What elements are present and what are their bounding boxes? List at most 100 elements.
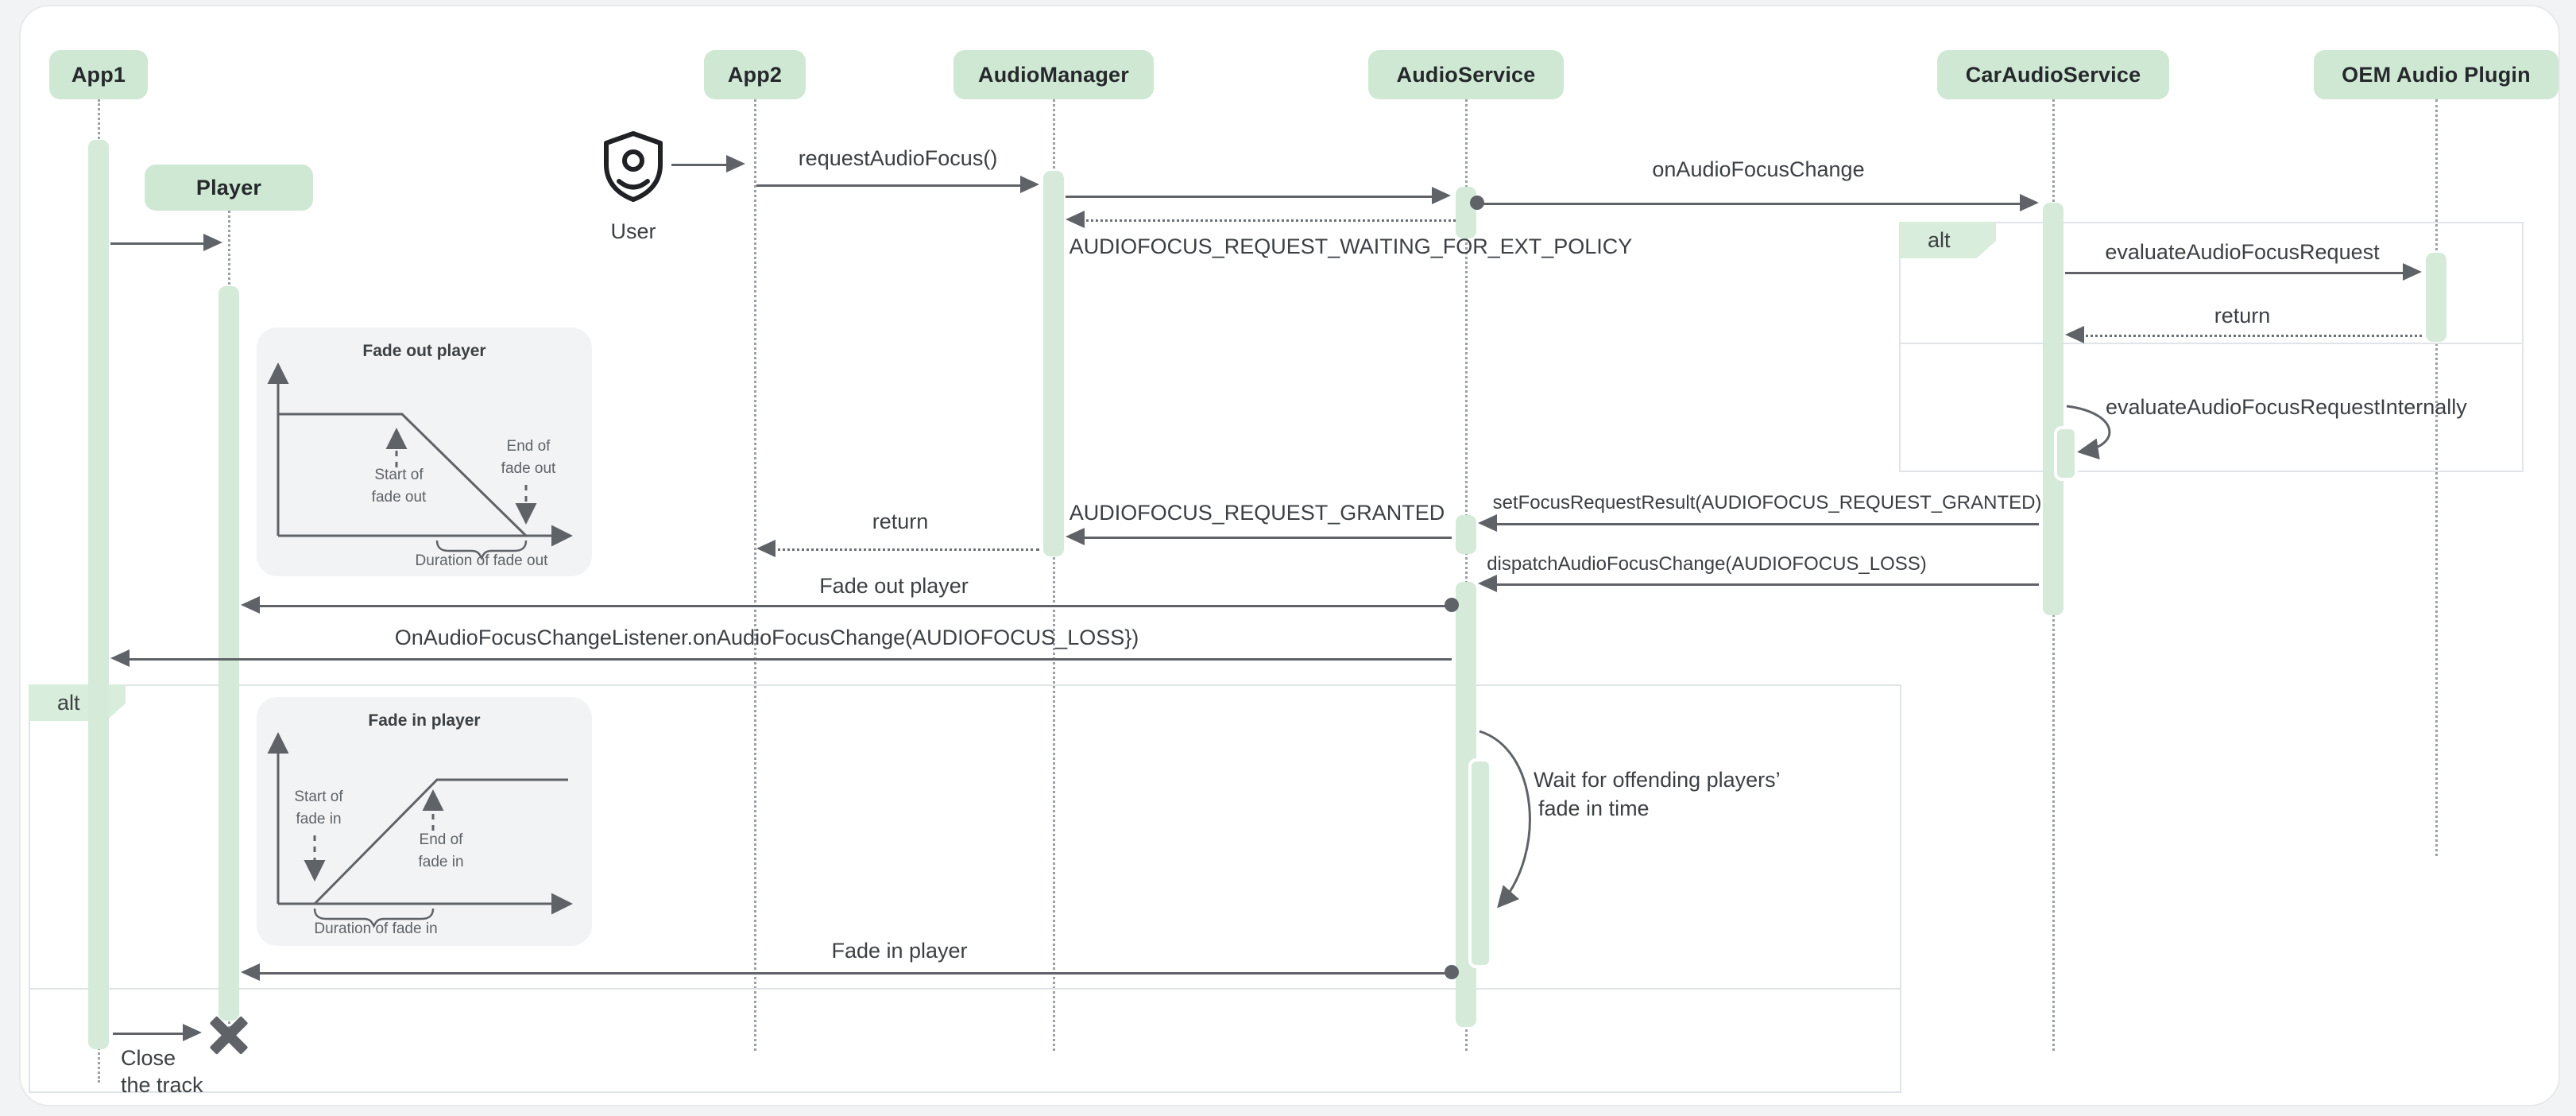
message-fade-in-player-line (257, 972, 1452, 975)
message-audiomanager-return-arrowhead (756, 540, 776, 557)
fade-curve (278, 413, 528, 537)
fragment-alt-right (1899, 222, 2524, 472)
message-audiofocus-request-granted-label: AUDIOFOCUS_REQUEST_GRANTED (1069, 501, 1445, 525)
message-on-audio-focus-change-listener-line (126, 658, 1452, 661)
message-on-audio-focus-change-listener-arrowhead (110, 649, 130, 667)
message-oem-return-arrowhead (2065, 326, 2084, 343)
inset-fade-in-label: Start of (294, 789, 343, 805)
message-fade-in-player-origin-dot (1445, 965, 1459, 979)
message-user-to-app2-arrowhead (726, 155, 745, 172)
inset-fade-in-title: Fade in player (368, 711, 481, 730)
message-request-audio-focus-label: requestAudioFocus() (798, 146, 998, 170)
actor-oem-audio-plugin: OEM Audio Plugin (2314, 50, 2559, 99)
text-evaluate-internally-label: evaluateAudioFocusRequestInternally (2106, 395, 2467, 419)
message-fade-out-player-label: Fade out player (819, 574, 969, 598)
actor-audioservice: AudioService (1368, 50, 1564, 99)
fragment-alt-right-divider (1899, 343, 2524, 344)
message-audiomanager-return-label: return (872, 510, 929, 533)
activation-player-main (219, 286, 239, 1021)
fragment-alt-right-label: alt (1899, 222, 1996, 258)
message-close-the-track-line (113, 1033, 186, 1035)
message-audiomanager-to-audioservice-line (1066, 196, 1435, 198)
text-close-line1: Close (121, 1046, 176, 1070)
fragment-alt-left (29, 684, 1901, 1093)
inset-fade-in-label: fade in (296, 811, 342, 827)
activation-audioservice-granted (1456, 515, 1476, 554)
inset-fade-out-label: Start of (374, 467, 424, 483)
actor-audiomanager: AudioManager (953, 50, 1154, 99)
lifeline-oem-audio-plugin (2435, 99, 2438, 856)
activation-caraudioservice-main (2043, 203, 2064, 615)
message-on-audio-focus-change-line (1477, 203, 2023, 205)
activation-audioservice-wait (1468, 758, 1492, 968)
message-request-audio-focus-arrowhead (1020, 176, 1039, 193)
message-waiting-for-ext-policy-line (1081, 219, 1456, 222)
message-oem-return-line (2081, 335, 2422, 337)
message-dispatch-audio-focus-change-line (1494, 583, 2039, 586)
message-on-audio-focus-change-origin-dot (1470, 196, 1484, 210)
message-fade-out-player-arrowhead (241, 596, 260, 614)
message-evaluate-audio-focus-request-arrowhead (2403, 263, 2422, 281)
message-audiofocus-request-granted-line (1081, 537, 1452, 539)
actor-player: Player (145, 165, 313, 211)
activation-audioservice-request (1456, 187, 1476, 238)
message-audiomanager-to-audioservice-arrowhead (1432, 187, 1451, 204)
message-on-audio-focus-change-arrowhead (2020, 194, 2039, 211)
activation-oem-main (2426, 253, 2446, 342)
inset-fade-in-label: fade in (418, 854, 464, 870)
inset-fade-out-title: Fade out player (362, 342, 486, 360)
message-dispatch-audio-focus-change-arrowhead (1478, 575, 1497, 592)
destroy-icon (207, 1013, 251, 1057)
inset-fade-out-label: End of (506, 438, 551, 455)
message-request-audio-focus-line (756, 184, 1023, 187)
inset-fade-in-label: Duration of fade in (314, 920, 438, 937)
inset-fade-in-chart (267, 732, 573, 928)
message-audiofocus-request-granted-arrowhead (1066, 528, 1085, 545)
message-waiting-for-ext-policy-arrowhead (1066, 211, 1085, 228)
lifeline-audioservice (1465, 99, 1468, 1051)
text-close-line2: the track (121, 1073, 203, 1097)
duration-brace (313, 908, 435, 928)
lifeline-audiomanager (1053, 99, 1055, 1051)
text-wait-line2: fade in time (1538, 796, 1650, 820)
message-set-focus-request-result-label: setFocusRequestResult(AUDIOFOCUS_REQUEST… (1492, 492, 2042, 513)
actor-caraudioservice: CarAudioService (1937, 50, 2169, 99)
message-evaluate-audio-focus-request-line (2065, 272, 2406, 274)
message-waiting-for-ext-policy-label: AUDIOFOCUS_REQUEST_WAITING_FOR_EXT_POLIC… (1069, 234, 1633, 258)
inset-fade-out-label: fade out (501, 460, 556, 477)
duration-brace (435, 540, 528, 560)
activation-app1-main (88, 140, 109, 1049)
fade-curve (313, 778, 568, 905)
message-oem-return-label: return (2214, 304, 2271, 327)
message-on-audio-focus-change-listener-label: OnAudioFocusChangeListener.onAudioFocusC… (394, 626, 1139, 649)
message-dispatch-audio-focus-change-label: dispatchAudioFocusChange(AUDIOFOCUS_LOSS… (1487, 553, 1927, 575)
message-user-to-app2-line (671, 164, 729, 166)
inset-fade-out-chart (267, 362, 573, 560)
message-fade-in-player-arrowhead (241, 963, 260, 981)
fragment-alt-left-label: alt (29, 684, 126, 721)
message-fade-out-player-origin-dot (1445, 598, 1459, 612)
inset-fade-out-label: Duration of fade out (415, 552, 548, 569)
inset-fade-in-label: End of (419, 831, 463, 848)
message-audiomanager-return-line (772, 548, 1039, 551)
user-shield-icon (604, 131, 663, 202)
message-close-the-track-arrowhead (183, 1024, 202, 1041)
inset-fade-out-label: fade out (371, 489, 427, 506)
text-user-label: User (610, 219, 656, 243)
message-app1-to-player-line (110, 242, 207, 245)
activation-audiomanager-main (1043, 171, 1064, 556)
message-evaluate-audio-focus-request-label: evaluateAudioFocusRequest (2105, 240, 2380, 264)
fragment-alt-left-divider (29, 988, 1901, 990)
lifeline-app2 (754, 99, 756, 1051)
message-set-focus-request-result-arrowhead (1478, 514, 1497, 532)
activation-caraudioservice-internal (2054, 426, 2078, 481)
actor-app1: App1 (49, 50, 148, 99)
message-fade-out-player-line (257, 605, 1452, 607)
message-set-focus-request-result-line (1494, 523, 2039, 525)
message-fade-in-player-label: Fade in player (831, 939, 968, 963)
text-wait-line1: Wait for offending players’ (1534, 768, 1781, 792)
actor-app2: App2 (704, 50, 806, 99)
